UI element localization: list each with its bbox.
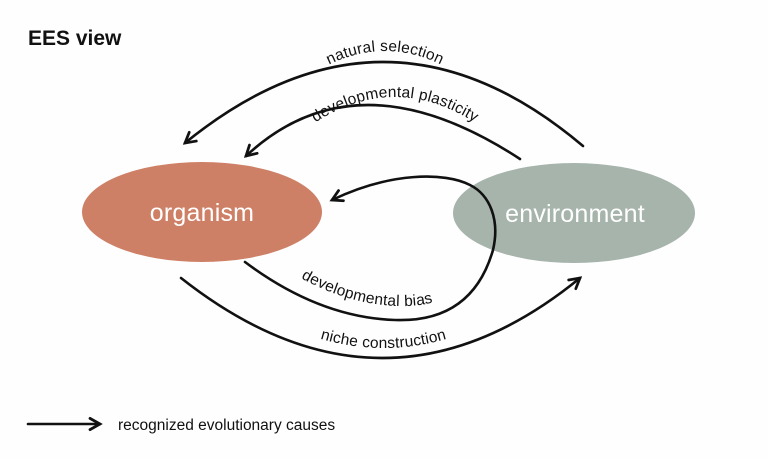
page-title: EES view bbox=[28, 27, 122, 50]
environment-node bbox=[453, 163, 695, 263]
legend-label: recognized evolutionary causes bbox=[118, 417, 335, 434]
natural-selection-label: natural selection bbox=[324, 38, 447, 68]
developmental-plasticity-arrow bbox=[243, 103, 522, 161]
niche-construction-label: niche construction bbox=[319, 326, 448, 352]
environment-label: environment bbox=[505, 200, 645, 228]
developmental-bias-arrow bbox=[243, 175, 497, 322]
organism-node bbox=[82, 162, 322, 262]
niche-construction-arrow bbox=[179, 276, 583, 360]
organism-label: organism bbox=[150, 199, 254, 227]
developmental-plasticity-label: developmental plasticity bbox=[309, 84, 482, 126]
natural-selection-arrow bbox=[182, 60, 585, 148]
legend: recognized evolutionary causes bbox=[26, 417, 335, 434]
